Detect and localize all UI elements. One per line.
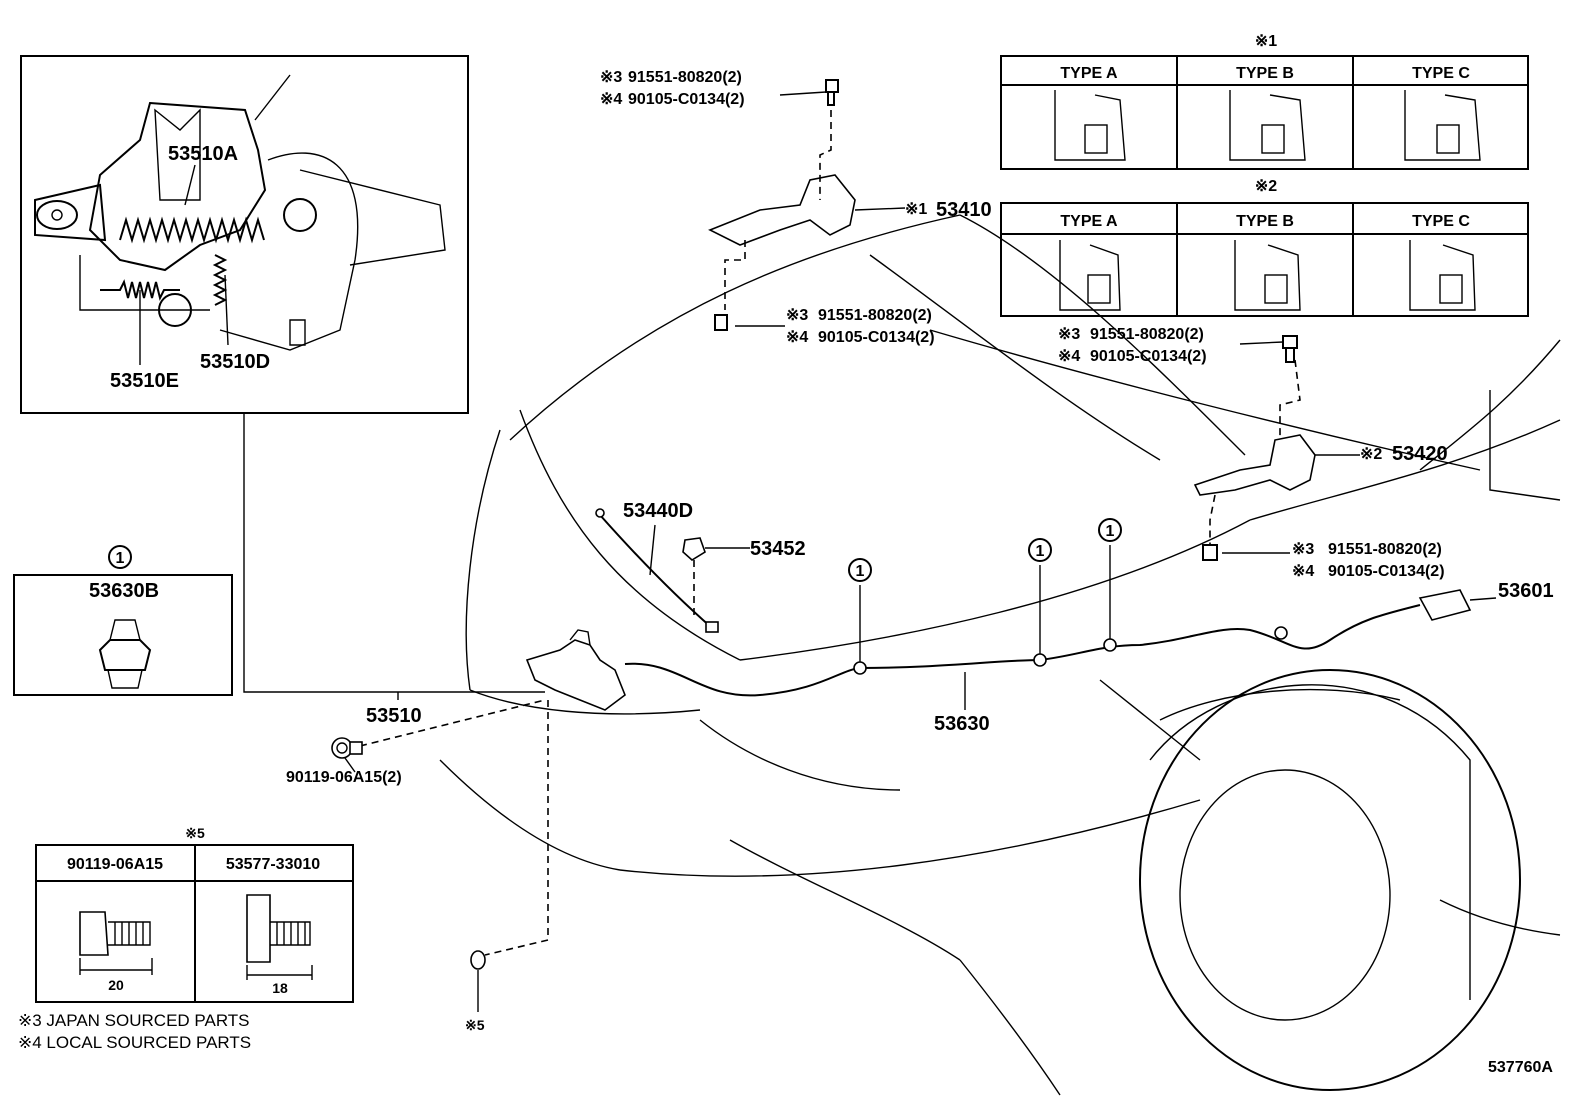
clip-marker-1: 1 (856, 563, 865, 580)
label-53630B: 53630B (89, 580, 159, 602)
label-hinge-left-l2: 90105-C0134(2) (818, 329, 935, 346)
label-53440D: 53440D (623, 500, 693, 522)
label-hinge-right-bot-l1: 91551-80820(2) (1328, 541, 1442, 558)
marker-x5-nut: ※5 (465, 1017, 485, 1033)
type-table-1 (1000, 55, 1529, 170)
x5-dim1: 20 (108, 977, 124, 993)
t1-type-b: TYPE B (1236, 65, 1294, 82)
marker-x3-top: ※3 (600, 69, 622, 86)
clip-53630B-box: 1 (13, 545, 233, 696)
marker-x4-left: ※4 (786, 329, 808, 346)
marker-x1: ※1 (905, 201, 927, 218)
marker-x4-rt: ※4 (1058, 348, 1080, 365)
hood-latch (331, 629, 626, 1012)
note-japan-sourced: ※3 JAPAN SOURCED PARTS (18, 1011, 250, 1030)
type-table-1-title: ※1 (1255, 33, 1277, 50)
label-bolt-06A15: 90119-06A15(2) (286, 769, 402, 786)
x5-col1-header: 90119-06A15 (67, 856, 163, 873)
label-hinge-top-l1: 91551-80820(2) (628, 69, 742, 86)
label-53510A: 53510A (168, 143, 238, 165)
marker-x3-left: ※3 (786, 307, 808, 324)
x5-dim2: 18 (272, 980, 288, 996)
hood-hinge-right (1193, 335, 1360, 561)
t1-type-a: TYPE A (1060, 65, 1118, 82)
t2-type-c: TYPE C (1412, 213, 1470, 230)
clip-marker-3: 1 (1106, 523, 1115, 540)
hood-hinge-left (708, 79, 906, 331)
clip-marker-2: 1 (1036, 543, 1045, 560)
vehicle-outline (439, 214, 1561, 1096)
label-hinge-top-l2: 90105-C0134(2) (628, 91, 745, 108)
hood-release-cable (624, 518, 1497, 710)
label-hinge-right-top-l2: 90105-C0134(2) (1090, 348, 1207, 365)
type-table-2-title: ※2 (1255, 178, 1277, 195)
t1-type-c: TYPE C (1412, 65, 1470, 82)
label-53452: 53452 (750, 538, 806, 560)
circle-one-marker: 1 (116, 550, 125, 567)
marker-x4-rb: ※4 (1292, 563, 1314, 580)
label-53410: 53410 (936, 199, 992, 221)
label-hinge-left-l1: 91551-80820(2) (818, 307, 932, 324)
label-53510E: 53510E (110, 370, 179, 392)
marker-x4-top: ※4 (600, 91, 622, 108)
label-53420: 53420 (1392, 443, 1448, 465)
label-53510: 53510 (366, 705, 422, 727)
label-53510D: 53510D (200, 351, 270, 373)
marker-x3-rb: ※3 (1292, 541, 1314, 558)
marker-x3-rt: ※3 (1058, 326, 1080, 343)
marker-x2: ※2 (1360, 446, 1382, 463)
label-hinge-right-bot-l2: 90105-C0134(2) (1328, 563, 1445, 580)
t2-type-a: TYPE A (1060, 213, 1118, 230)
hood-support-rod (595, 508, 750, 633)
diagram-id: 537760A (1488, 1059, 1553, 1076)
label-53601: 53601 (1498, 580, 1554, 602)
detail-leader-line (243, 413, 545, 693)
x5-col2-header: 53577-33010 (226, 856, 320, 873)
label-53630: 53630 (934, 713, 990, 735)
type-table-2 (1000, 202, 1529, 317)
x5-table-title: ※5 (185, 825, 205, 841)
t2-type-b: TYPE B (1236, 213, 1294, 230)
x5-table (35, 844, 354, 1003)
note-local-sourced: ※4 LOCAL SOURCED PARTS (18, 1033, 251, 1052)
label-hinge-right-top-l1: 91551-80820(2) (1090, 326, 1204, 343)
